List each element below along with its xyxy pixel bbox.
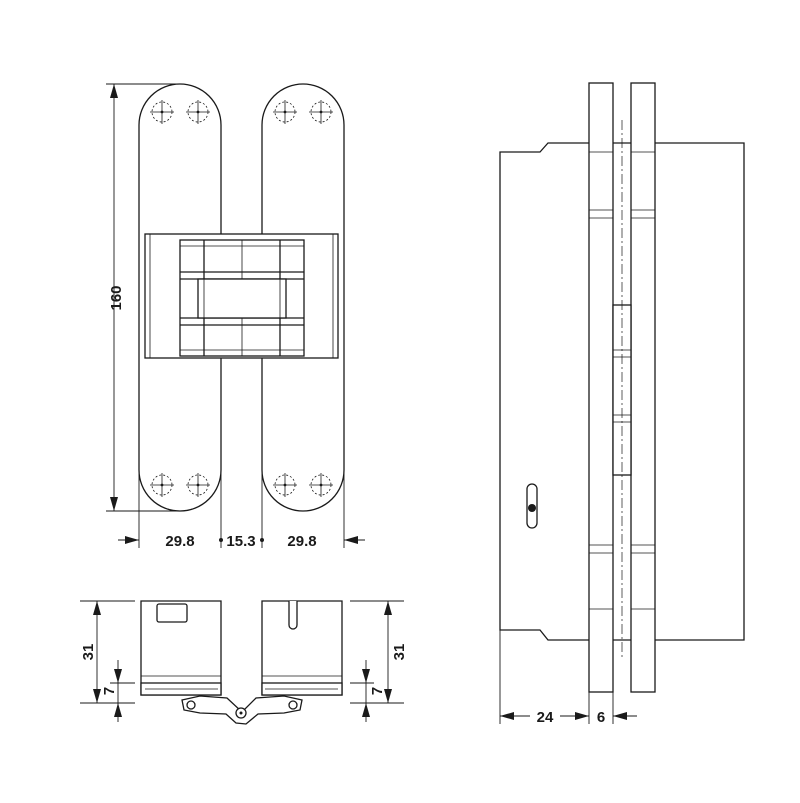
end-view-left-dimensions: 31 7 [80, 600, 135, 722]
frame-strip [588, 82, 614, 693]
front-view: 160 29.8 15.3 29.8 [106, 83, 365, 550]
adjustment-slot [526, 483, 538, 529]
screw-hole [186, 100, 210, 124]
screw-hole [150, 473, 174, 497]
width-dimensions: 29.8 15.3 29.8 [118, 470, 365, 550]
screw-hole [273, 100, 297, 124]
left-offset-label: 7 [101, 687, 118, 695]
end-view-linkage [181, 695, 303, 725]
height-label: 160 [108, 285, 125, 310]
screw-hole [309, 473, 333, 497]
width-right-label: 29.8 [287, 533, 316, 550]
end-view-right-body [261, 600, 343, 696]
gap-label: 6 [597, 709, 605, 726]
end-view: 31 7 31 7 [80, 600, 408, 725]
door-thickness-label: 24 [537, 709, 554, 726]
hinge-mechanism [179, 239, 305, 357]
screw-hole [150, 100, 174, 124]
screw-hole [309, 100, 333, 124]
left-depth-label: 31 [80, 644, 97, 661]
door-leaf-strip [630, 82, 656, 693]
width-left-label: 29.8 [165, 533, 194, 550]
screw-holes [150, 100, 333, 497]
screw-hole [273, 473, 297, 497]
width-middle-label: 15.3 [226, 533, 255, 550]
end-view-right-dimensions: 31 7 [350, 600, 408, 722]
side-view: 24 6 [499, 82, 745, 726]
height-dimension: 160 [106, 83, 180, 512]
right-depth-label: 31 [391, 644, 408, 661]
screw-hole [186, 473, 210, 497]
right-offset-label: 7 [369, 687, 386, 695]
side-view-dimensions: 24 6 [499, 630, 637, 726]
